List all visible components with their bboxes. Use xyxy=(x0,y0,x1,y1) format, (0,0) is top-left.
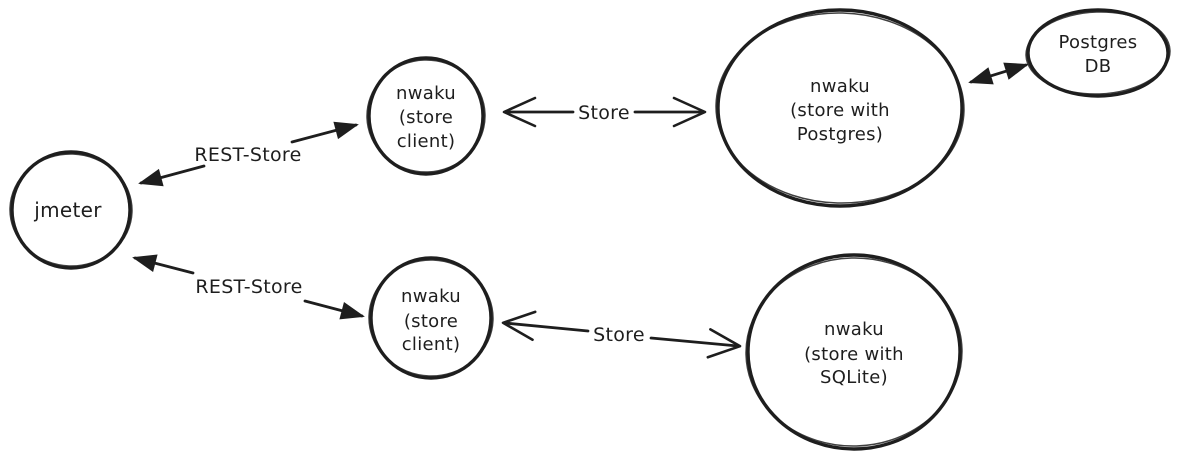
jmeter-label: jmeter xyxy=(33,198,102,222)
nwaku-postgres-circle-sketch xyxy=(715,12,965,204)
postgres-db-label-1: Postgres xyxy=(1059,32,1138,53)
node-nwaku-postgres[interactable]: nwaku (store with Postgres) xyxy=(714,8,967,208)
jmeter-circle-sketch xyxy=(9,153,133,267)
nwaku-postgres-circle xyxy=(716,8,964,208)
edge-label-store-top: Store xyxy=(578,102,630,124)
store-client-bottom-circle-sketch xyxy=(368,259,494,377)
store-client-bottom-label-2: (store xyxy=(404,311,458,332)
store-client-top-circle-sketch xyxy=(366,59,486,173)
nwaku-sqlite-circle xyxy=(746,253,962,451)
nwaku-postgres-label-1: nwaku xyxy=(810,76,870,97)
arrow-line xyxy=(968,62,1029,85)
store-client-bottom-label-3: client) xyxy=(402,334,461,355)
nwaku-sqlite-circle-sketch xyxy=(745,257,963,447)
arrow-line xyxy=(132,254,195,275)
store-client-top-label-3: client) xyxy=(397,131,456,152)
edge-store-bottom[interactable]: Store xyxy=(501,310,742,359)
nwaku-sqlite-label-1: nwaku xyxy=(824,319,884,340)
arrow-line xyxy=(501,310,590,342)
arrow-line xyxy=(303,299,365,320)
store-client-bottom-circle xyxy=(369,256,493,380)
jmeter-circle xyxy=(10,150,132,270)
nwaku-sqlite-label-3: SQLite) xyxy=(820,367,888,388)
store-client-top-circle xyxy=(367,56,485,176)
node-nwaku-sqlite[interactable]: nwaku (store with SQLite) xyxy=(744,253,965,451)
postgres-db-ellipse xyxy=(1026,8,1170,98)
edge-rest-store-top[interactable]: REST-Store xyxy=(138,121,359,187)
node-store-client-bottom[interactable]: nwaku (store client) xyxy=(367,256,495,380)
edge-store-top[interactable]: Store xyxy=(502,96,707,128)
nwaku-postgres-label-2: (store with xyxy=(790,100,890,121)
nwaku-postgres-label-3: Postgres) xyxy=(797,124,883,145)
postgres-db-label-2: DB xyxy=(1085,56,1112,77)
store-client-bottom-label-1: nwaku xyxy=(401,286,461,307)
node-jmeter[interactable]: jmeter xyxy=(8,150,134,270)
store-client-top-label-1: nwaku xyxy=(396,83,456,104)
edge-label-rest-store-bottom: REST-Store xyxy=(195,276,302,298)
edge-db-link[interactable] xyxy=(968,62,1029,85)
postgres-db-ellipse-sketch xyxy=(1025,11,1171,95)
edge-label-store-bottom: Store xyxy=(593,324,645,346)
arrow-line xyxy=(649,328,742,359)
nwaku-sqlite-label-2: (store with xyxy=(804,344,904,365)
arrow-line xyxy=(290,121,359,144)
store-client-top-label-2: (store xyxy=(399,107,453,128)
node-store-client-top[interactable]: nwaku (store client) xyxy=(365,56,487,176)
node-postgres-db[interactable]: Postgres DB xyxy=(1025,8,1172,98)
edge-label-rest-store-top: REST-Store xyxy=(194,144,301,166)
arrow-line xyxy=(138,164,206,187)
edge-rest-store-bottom[interactable]: REST-Store xyxy=(132,254,365,320)
